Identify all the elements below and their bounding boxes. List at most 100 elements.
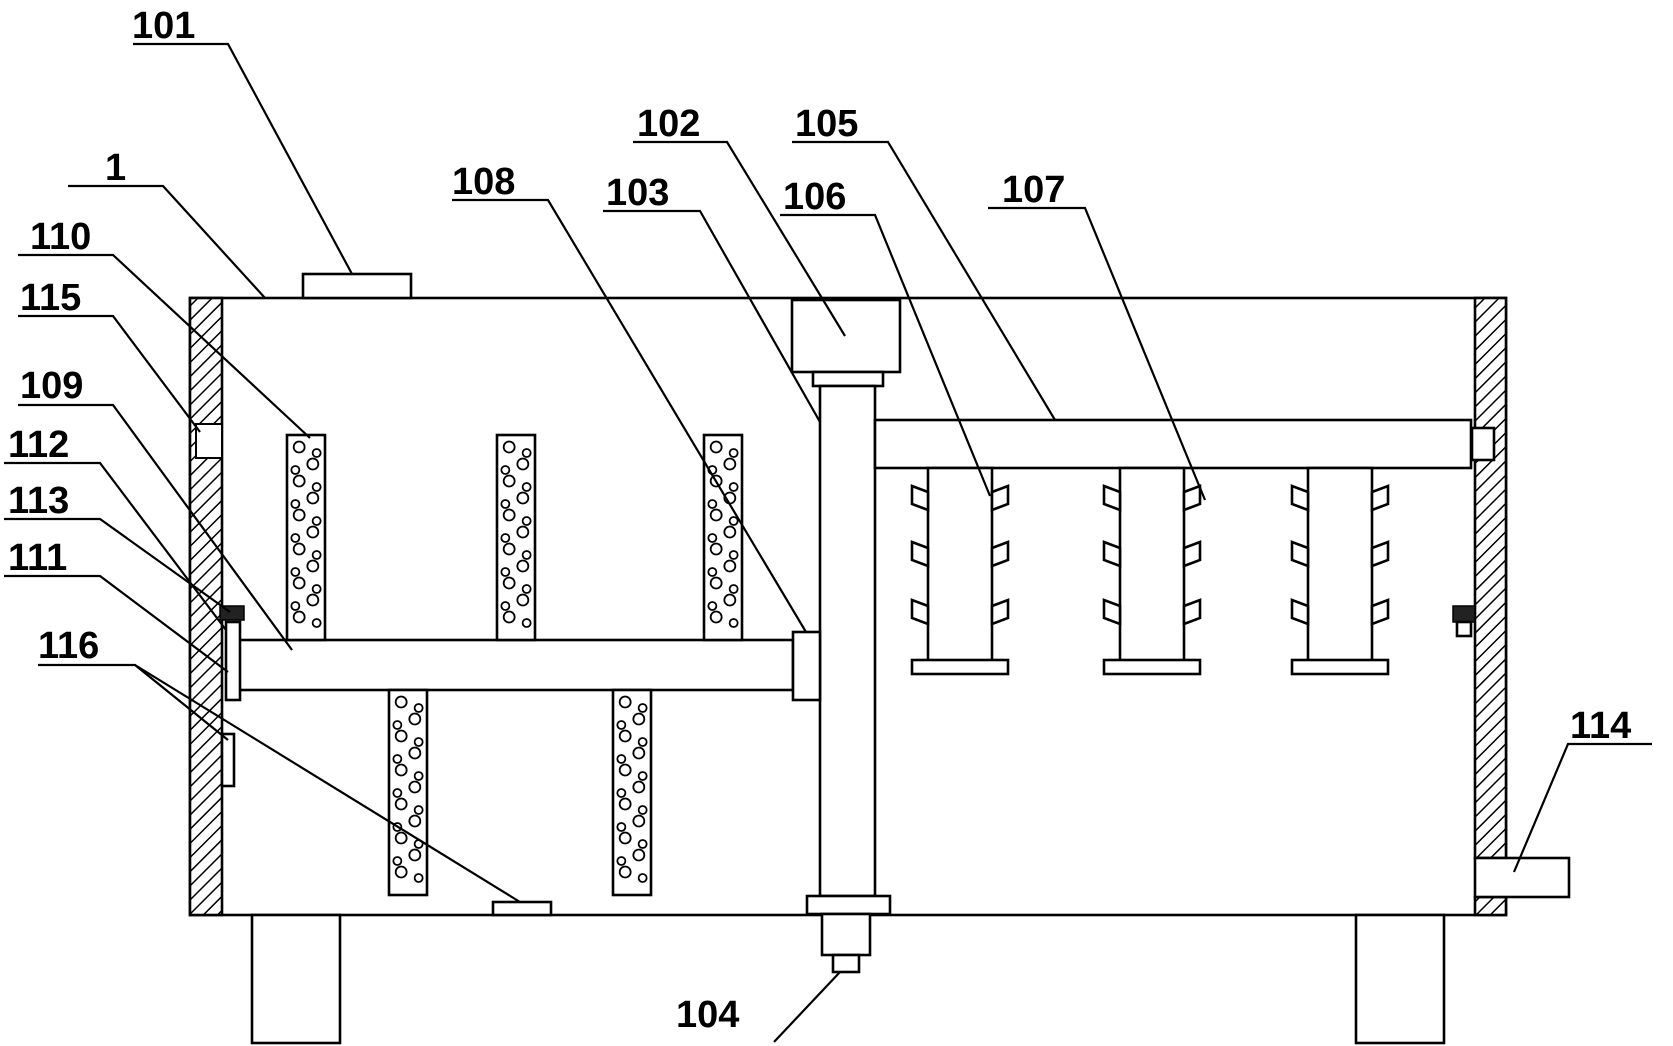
plate-hole xyxy=(502,508,516,522)
plate-hole xyxy=(637,703,648,713)
plate-hole xyxy=(637,873,648,883)
plate-hole xyxy=(516,457,530,471)
shaft-end-bearing-111 xyxy=(224,620,242,702)
plate-hole xyxy=(516,491,530,505)
plate-hole xyxy=(709,542,723,556)
leader-101 xyxy=(133,42,353,275)
plate-hole xyxy=(707,567,718,577)
label-110: 110 xyxy=(30,216,91,258)
plate-hole xyxy=(392,720,403,730)
leader-115 xyxy=(18,314,201,433)
plate-hole xyxy=(290,465,301,475)
plate-hole xyxy=(408,780,422,794)
plate-hole xyxy=(311,618,322,628)
plate-hole xyxy=(516,525,530,539)
label-105: 105 xyxy=(795,103,858,145)
plate-hole xyxy=(728,448,739,458)
plate-hole xyxy=(618,763,632,777)
t-blades-106 xyxy=(910,466,1390,676)
plate-hole xyxy=(311,516,322,526)
label-104: 104 xyxy=(676,994,739,1036)
blade-tooth-right xyxy=(1370,484,1390,512)
leader-110 xyxy=(18,253,311,439)
plate-hole xyxy=(616,788,627,798)
plate-hole xyxy=(616,856,627,866)
shaft-bottom-housing xyxy=(820,912,872,957)
plate-hole xyxy=(311,482,322,492)
blade-tooth-right xyxy=(990,540,1010,568)
plate-hole xyxy=(500,601,511,611)
plate-hole xyxy=(728,516,739,526)
plate-hole xyxy=(618,831,632,845)
plate-hole xyxy=(618,729,632,743)
plate-hole xyxy=(290,499,301,509)
label-111: 111 xyxy=(8,537,67,579)
leader-111 xyxy=(4,574,229,673)
blade-tooth-left xyxy=(1102,598,1122,626)
label-107: 107 xyxy=(1002,169,1065,211)
leader-103 xyxy=(603,209,821,423)
plate-hole xyxy=(616,822,627,832)
drain-valve-104 xyxy=(831,953,861,974)
blade-tooth-right xyxy=(1182,598,1202,626)
plate-hole xyxy=(408,746,422,760)
leg-right xyxy=(1354,913,1446,1045)
plate-hole xyxy=(516,593,530,607)
plate-hole xyxy=(637,805,648,815)
plate-hole xyxy=(500,499,511,509)
plate-hole xyxy=(311,448,322,458)
blade-tooth-left xyxy=(1290,540,1310,568)
sensor-right-base xyxy=(1455,620,1473,638)
plate-hole xyxy=(306,525,320,539)
plate-hole xyxy=(516,559,530,573)
plate-hole xyxy=(500,465,511,475)
plate-hole xyxy=(728,482,739,492)
plate-hole xyxy=(311,550,322,560)
leader-112 xyxy=(4,461,227,631)
plate-hole xyxy=(292,440,306,454)
plate-hole xyxy=(637,771,648,781)
plate-hole xyxy=(502,474,516,488)
left-wall-hatched xyxy=(188,296,224,917)
right-wall-lower-segment xyxy=(1473,895,1508,917)
blade-tooth-right xyxy=(990,598,1010,626)
blade-tooth-right xyxy=(1370,598,1390,626)
plate-hole xyxy=(292,508,306,522)
plate-hole xyxy=(413,703,424,713)
plate-hole xyxy=(723,525,737,539)
plate-hole xyxy=(707,499,718,509)
label-113: 113 xyxy=(8,480,69,522)
plate-hole xyxy=(521,448,532,458)
perforated-plates-110 xyxy=(285,433,744,897)
plate-hole xyxy=(394,831,408,845)
blade-tooth-left xyxy=(910,540,930,568)
t-blade xyxy=(1290,466,1390,676)
perforated-plate xyxy=(702,433,744,642)
plate-hole xyxy=(292,576,306,590)
plate-hole xyxy=(413,737,424,747)
plate-hole xyxy=(502,610,516,624)
plate-hole xyxy=(618,797,632,811)
plate-hole xyxy=(618,695,632,709)
plate-hole xyxy=(709,440,723,454)
label-115: 115 xyxy=(20,277,81,319)
plate-hole xyxy=(728,550,739,560)
plate-hole xyxy=(723,593,737,607)
leader-105 xyxy=(792,140,1056,421)
plate-hole xyxy=(632,814,646,828)
plate-hole xyxy=(728,584,739,594)
label-114: 114 xyxy=(1570,705,1631,747)
plate-hole xyxy=(521,618,532,628)
plate-hole xyxy=(394,729,408,743)
arm-end-bearing xyxy=(1470,426,1496,462)
plate-hole xyxy=(392,788,403,798)
plate-hole xyxy=(290,533,301,543)
blade-tooth-left xyxy=(910,484,930,512)
plate-hole xyxy=(500,567,511,577)
vertical-shaft-103 xyxy=(818,384,877,898)
plate-hole xyxy=(413,771,424,781)
perforated-plate xyxy=(285,433,327,642)
plate-hole xyxy=(292,474,306,488)
